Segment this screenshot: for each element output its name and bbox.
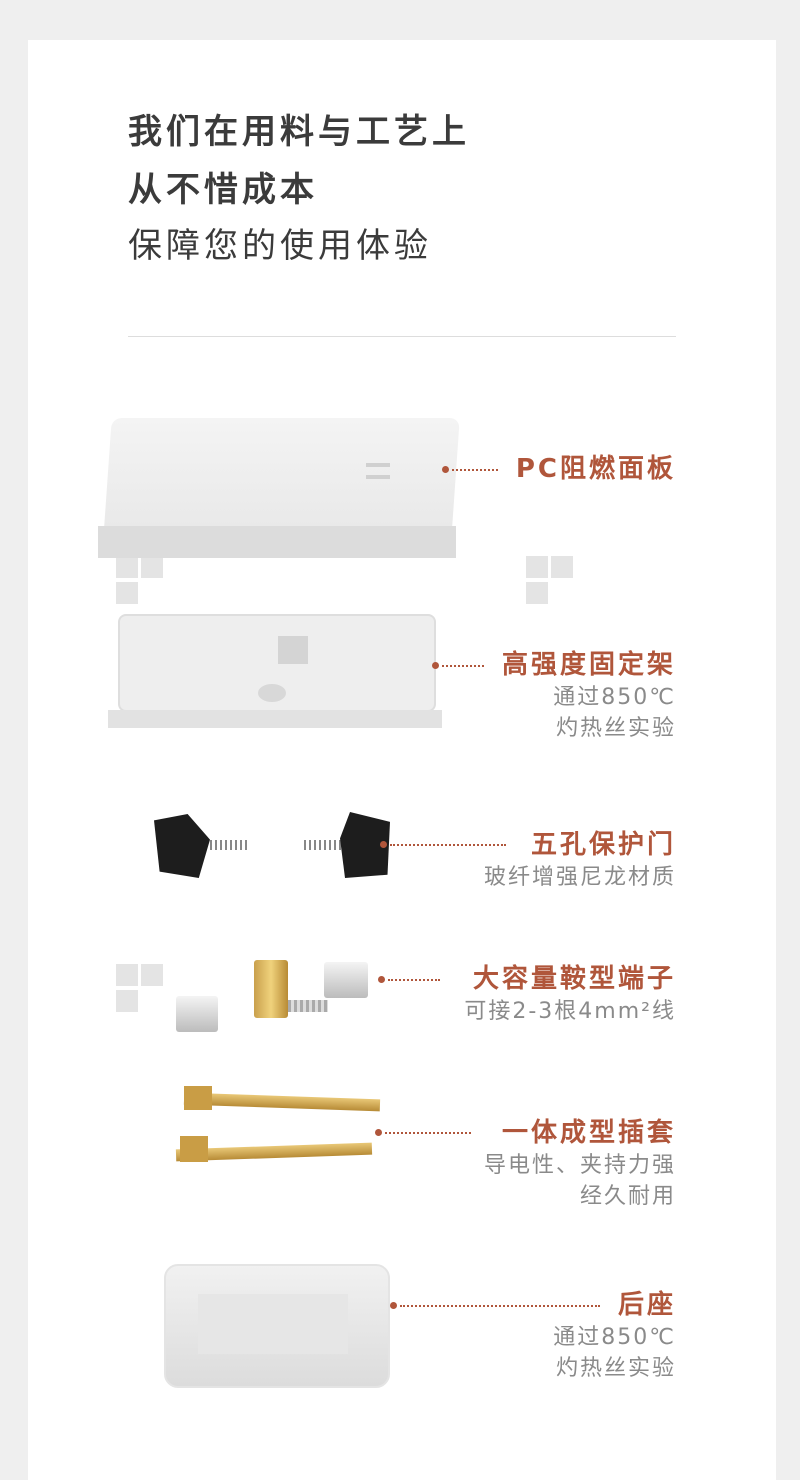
label-rear-base: 后座 通过850℃ 灼热丝实验 xyxy=(553,1288,676,1384)
content-card xyxy=(28,40,776,1480)
label-desc: 可接2-3根4mm²线 xyxy=(464,999,676,1024)
label-title: PC阻燃面板 xyxy=(515,454,676,484)
divider xyxy=(128,336,676,337)
label-desc: 通过850℃ xyxy=(553,685,676,710)
label-desc: 玻纤增强尼龙材质 xyxy=(483,865,676,890)
label-title: 一体成型插套 xyxy=(501,1118,676,1148)
label-socket-sleeve: 一体成型插套 导电性、夹持力强 经久耐用 xyxy=(484,1116,676,1212)
terminal-image xyxy=(176,958,386,1038)
label-safety-shutter: 五孔保护门 玻纤增强尼龙材质 xyxy=(484,828,676,893)
heading-line-3: 保障您的使用体验 xyxy=(128,226,432,266)
label-desc: 通过850℃ xyxy=(553,1325,676,1350)
heading-line-2: 从不惜成本 xyxy=(128,170,318,210)
label-desc: 经久耐用 xyxy=(579,1184,676,1209)
label-title: 大容量鞍型端子 xyxy=(472,964,676,994)
label-fixing-frame: 高强度固定架 通过850℃ 灼热丝实验 xyxy=(502,648,676,744)
socket-sleeve-image xyxy=(175,1082,381,1192)
label-pc-panel: PC阻燃面板 xyxy=(516,452,676,486)
safety-shutter-image xyxy=(154,808,394,882)
fixing-frame-image xyxy=(108,614,442,734)
rear-base-image xyxy=(158,1254,394,1394)
label-desc: 灼热丝实验 xyxy=(555,1356,676,1381)
label-title: 后座 xyxy=(617,1290,676,1320)
label-desc: 灼热丝实验 xyxy=(555,716,676,741)
label-desc: 导电性、夹持力强 xyxy=(483,1153,676,1178)
label-terminal: 大容量鞍型端子 可接2-3根4mm²线 xyxy=(464,962,676,1027)
pc-panel-image xyxy=(98,418,460,558)
label-title: 高强度固定架 xyxy=(501,650,676,680)
heading-line-1: 我们在用料与工艺上 xyxy=(128,112,470,152)
label-title: 五孔保护门 xyxy=(530,830,676,860)
